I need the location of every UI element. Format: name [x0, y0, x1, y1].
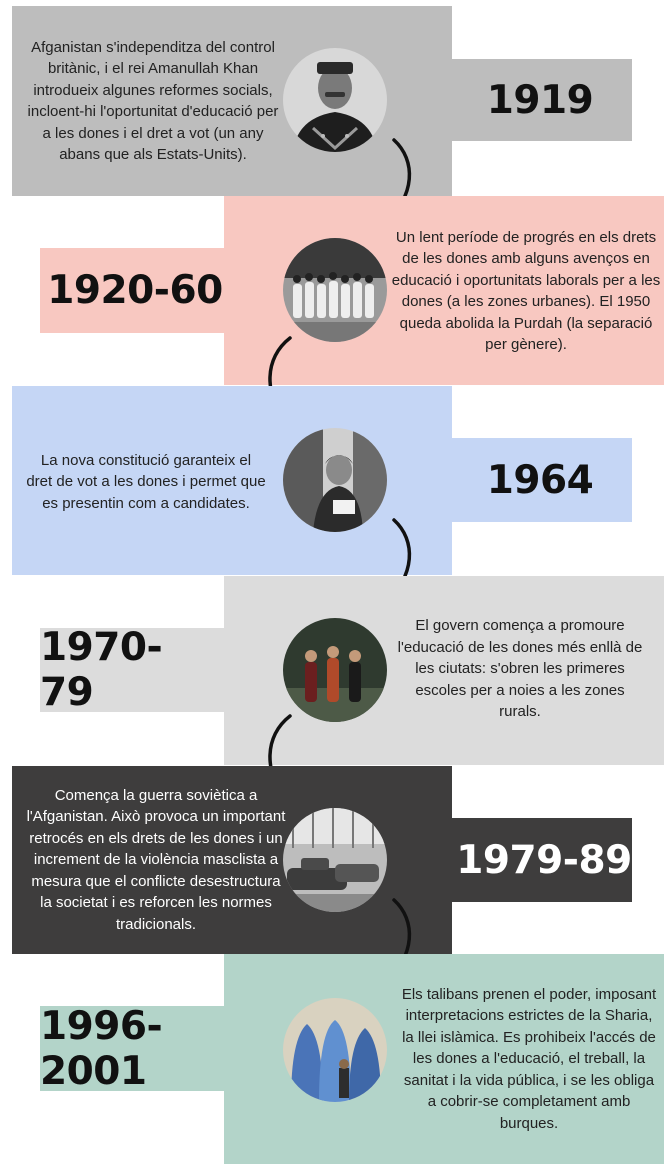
king-portrait-photo: [283, 48, 387, 152]
event-1979-89-description: Comença la guerra soviètica a l'Afganist…: [26, 786, 286, 933]
event-1964-year: 1964: [486, 457, 594, 503]
event-1920-60-description: Un lent període de progrés en els drets …: [391, 228, 661, 354]
event-1979-89-year: 1979-89: [456, 837, 632, 883]
burqa-women-photo: [283, 998, 387, 1102]
event-1920-60-year: 1920-60: [47, 268, 223, 313]
event-1996-2001-year: 1996-2001: [40, 1003, 163, 1094]
women-group-photo: [283, 238, 387, 342]
event-1970-79-description: El govern comença a promoure l'educació …: [397, 617, 643, 721]
event-1964-description: La nova constitució garanteix el dret de…: [26, 451, 266, 512]
event-1919-description: Afganistan s'independitza del control br…: [27, 38, 279, 164]
event-1996-2001-description: Els talibans prenen el poder, imposant i…: [401, 985, 657, 1132]
event-1970-79-year: 1970-79: [40, 625, 163, 715]
event-1919-year: 1919: [486, 77, 594, 123]
schoolgirls-photo: [283, 618, 387, 722]
